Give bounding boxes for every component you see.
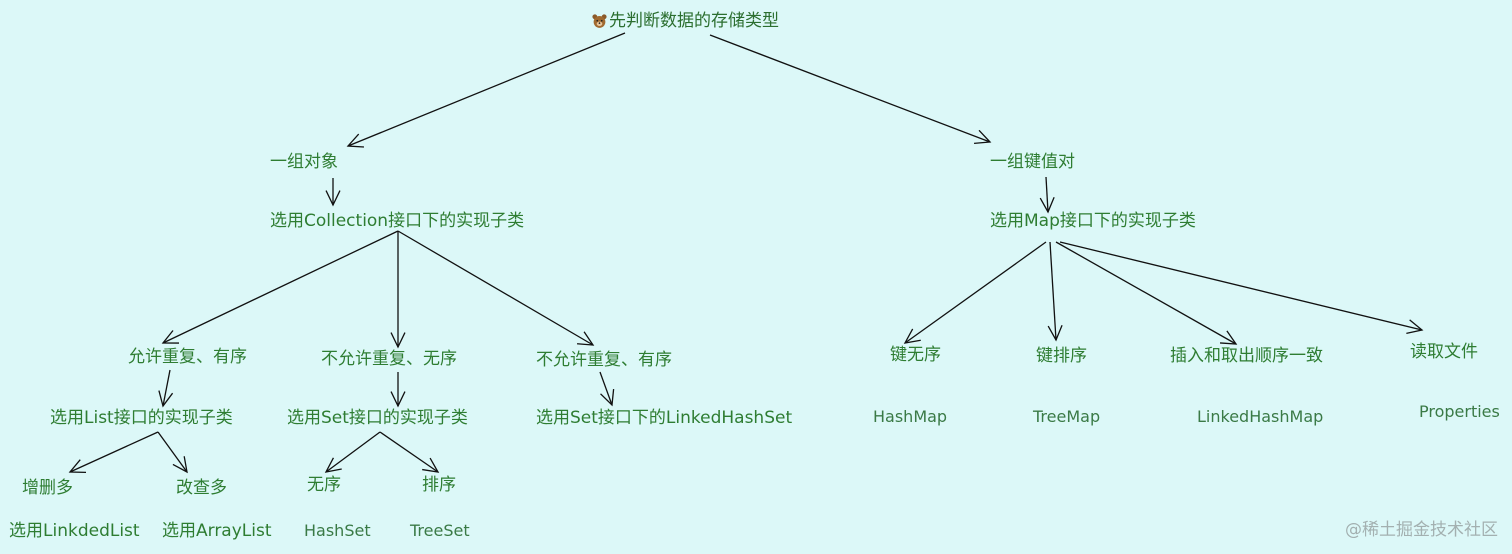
node-group-kv: 一组键值对 (990, 152, 1075, 172)
edge-allow-dup-to-list (158, 369, 174, 408)
node-read-file: 读取文件 (1410, 342, 1478, 362)
arrowhead (576, 331, 595, 346)
node-collection-iface: 选用Collection接口下的实现子类 (270, 211, 525, 231)
edge-root-to-group-objects (346, 32, 626, 148)
edge-map-to-read-file (1059, 241, 1424, 334)
edge-map-to-key-unordered (903, 241, 1047, 344)
edge-collection-to-no-dup-unordered (390, 231, 406, 349)
edge-collection-to-allow-dup (161, 230, 399, 344)
root-node: 先判断数据的存储类型 (592, 13, 779, 30)
arrowhead (1219, 330, 1238, 345)
edge-set-to-unordered (324, 431, 381, 473)
watermark: @稀土掘金技术社区 (1345, 520, 1498, 540)
node-linked-hash-set: 选用Set接口下的LinkedHashSet (536, 408, 793, 428)
node-properties: Properties (1419, 402, 1500, 421)
arrowhead (390, 391, 406, 408)
node-no-dup-ordered: 不允许重复、有序 (536, 350, 672, 370)
edge-group-kv-to-map (1039, 176, 1055, 214)
arrowhead (390, 332, 406, 349)
arrowhead (161, 330, 180, 344)
arrowhead (172, 456, 188, 474)
node-more-add-delete: 增删多 (22, 478, 73, 498)
arrowhead (600, 389, 615, 407)
arrowhead (68, 459, 87, 474)
edge-root-to-group-kv (709, 34, 992, 145)
node-key-unordered: 键无序 (890, 345, 941, 365)
node-group-objects: 一组对象 (270, 152, 338, 172)
node-unordered: 无序 (307, 475, 341, 495)
arrowhead (346, 133, 365, 148)
arrowhead (325, 190, 341, 207)
arrowhead (974, 129, 992, 145)
edge-collection-to-no-dup-ordered (397, 230, 595, 346)
node-linked-hash-map: LinkedHashMap (1197, 407, 1324, 426)
arrowhead (422, 457, 440, 473)
node-linked-list: 选用LinkdedList (9, 521, 140, 541)
node-set-iface: 选用Set接口的实现子类 (287, 408, 468, 428)
arrowhead (1047, 324, 1063, 342)
node-hash-set: HashSet (304, 521, 371, 540)
node-tree-set: TreeSet (410, 521, 470, 540)
root-label: 先判断数据的存储类型 (609, 11, 779, 31)
arrowhead (903, 328, 921, 344)
arrowhead (158, 390, 174, 408)
node-map-iface: 选用Map接口下的实现子类 (990, 211, 1196, 231)
arrowhead (1039, 196, 1055, 214)
node-array-list: 选用ArrayList (162, 521, 272, 541)
edge-map-to-key-sorted (1047, 241, 1063, 342)
node-tree-map: TreeMap (1033, 407, 1101, 426)
node-more-edit-query: 改查多 (176, 478, 227, 498)
arrowhead (324, 457, 342, 473)
node-insertion-order: 插入和取出顺序一致 (1170, 346, 1323, 366)
edge-set-to-sorted (379, 431, 440, 473)
edge-no-dup-unordered-to-set (390, 372, 406, 408)
edge-group-objects-to-collection (325, 178, 341, 207)
node-key-sorted: 键排序 (1036, 346, 1087, 366)
node-no-dup-unordered: 不允许重复、无序 (321, 349, 457, 369)
node-hash-map: HashMap (873, 407, 948, 426)
edge-list-to-edit-query (157, 431, 188, 474)
bear-face-icon (592, 14, 607, 28)
arrowhead (1406, 319, 1424, 334)
edge-list-to-add-delete (68, 431, 159, 474)
node-allow-dup-ordered: 允许重复、有序 (128, 347, 247, 367)
edge-map-to-insertion-order (1055, 241, 1238, 345)
node-sorted: 排序 (422, 475, 456, 495)
node-list-iface: 选用List接口的实现子类 (50, 408, 233, 428)
edge-no-dup-ordered-to-linked-hash-set (599, 371, 615, 407)
